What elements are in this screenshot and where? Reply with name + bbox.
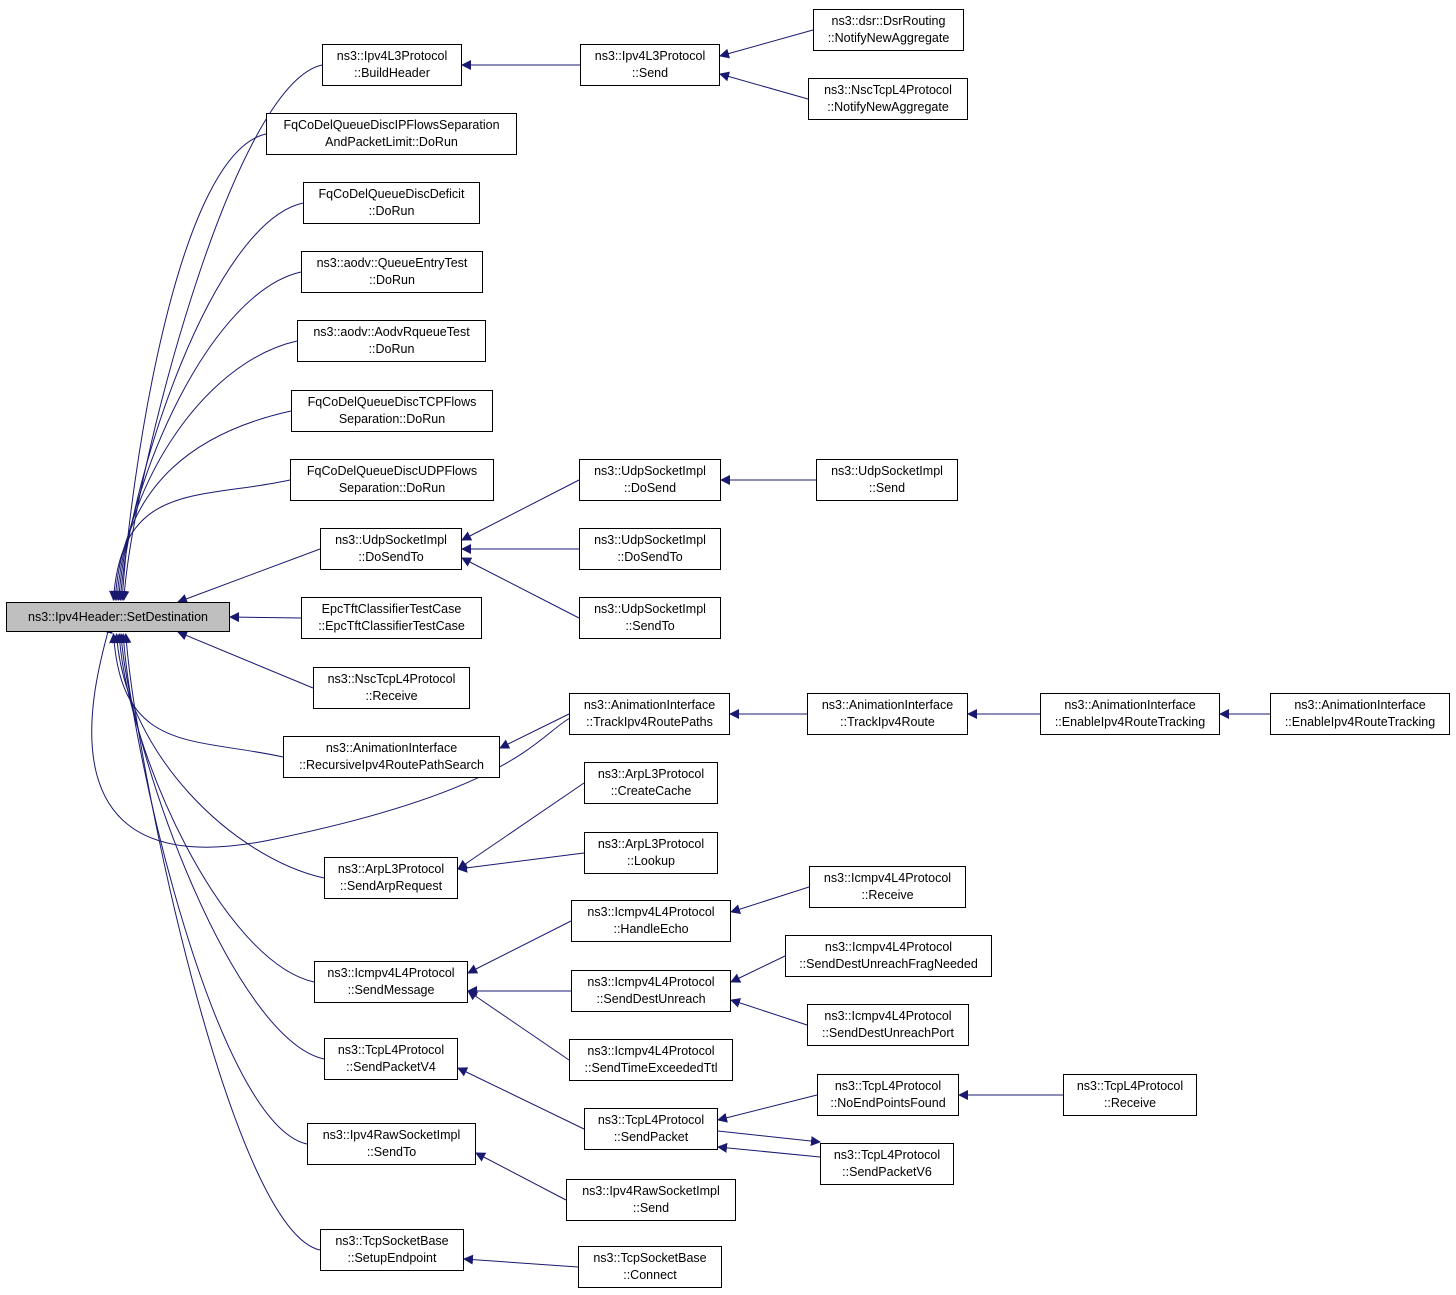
node-udp-dosendto2[interactable]: ns3::UdpSocketImpl ::DoSendTo [579, 528, 721, 570]
edge-tcp_sendpacket-to-tcp_sendv6 [717, 1130, 821, 1147]
edge-nsc_receive-to-root [177, 630, 314, 689]
edge-fq_tcp-to-root [110, 410, 292, 601]
node-dsr-notify[interactable]: ns3::dsr::DsrRouting ::NotifyNewAggregat… [813, 9, 964, 51]
node-icmp-sendmsg[interactable]: ns3::Icmpv4L4Protocol ::SendMessage [314, 961, 468, 1003]
node-fq-deficit[interactable]: FqCoDelQueueDiscDeficit ::DoRun [303, 182, 480, 224]
node-tcp-noendpoints[interactable]: ns3::TcpL4Protocol ::NoEndPointsFound [817, 1074, 959, 1116]
edge-fq_deficit-to-root [115, 202, 304, 601]
node-arp-createcache[interactable]: ns3::ArpL3Protocol ::CreateCache [584, 762, 718, 804]
edge-fq_ipflows-to-root [117, 133, 267, 601]
edge-dsr_notify-to-ipv4_send [719, 29, 814, 59]
edge-udp_dosendto-to-root [177, 548, 321, 604]
node-raw-send[interactable]: ns3::Ipv4RawSocketImpl ::Send [566, 1179, 736, 1221]
node-nsc-receive[interactable]: ns3::NscTcpL4Protocol ::Receive [313, 667, 470, 709]
edge-raw_sendto-to-root [118, 633, 308, 1145]
edge-buildheader-to-root [119, 64, 323, 601]
node-root: ns3::Ipv4Header::SetDestination [6, 602, 230, 632]
node-icmp-receive[interactable]: ns3::Icmpv4L4Protocol ::Receive [809, 866, 966, 908]
edge-aodv_rqueue-to-root [112, 340, 298, 601]
node-arp-sendreq[interactable]: ns3::ArpL3Protocol ::SendArpRequest [324, 857, 458, 899]
node-ipv4-send[interactable]: ns3::Ipv4L3Protocol ::Send [580, 44, 720, 86]
edge-icmp_port-to-icmp_destunreach [730, 998, 808, 1026]
node-buildheader[interactable]: ns3::Ipv4L3Protocol ::BuildHeader [322, 44, 462, 86]
edge-icmp_ttl-to-icmp_sendmsg [467, 990, 570, 1061]
node-icmp-fragneeded[interactable]: ns3::Icmpv4L4Protocol ::SendDestUnreachF… [785, 935, 992, 977]
edge-epc-to-root [229, 612, 302, 623]
node-anim-enable2[interactable]: ns3::AnimationInterface ::EnableIpv4Rout… [1270, 693, 1450, 735]
edge-nsc_notify-to-ipv4_send [719, 71, 809, 100]
edge-arp_sendreq-to-root [112, 633, 325, 879]
node-udp-dosendto[interactable]: ns3::UdpSocketImpl ::DoSendTo [320, 528, 462, 570]
node-anim-recursive[interactable]: ns3::AnimationInterface ::RecursiveIpv4R… [283, 736, 500, 778]
node-fq-udp[interactable]: FqCoDelQueueDiscUDPFlows Separation::DoR… [290, 459, 494, 501]
node-tcp-sendpacket[interactable]: ns3::TcpL4Protocol ::SendPacket [584, 1108, 718, 1150]
edge-icmp_sendmsg-to-root [114, 633, 315, 983]
edge-fq_udp-to-root [109, 479, 291, 601]
node-tcpsock-connect[interactable]: ns3::TcpSocketBase ::Connect [578, 1246, 722, 1288]
node-udp-send[interactable]: ns3::UdpSocketImpl ::Send [816, 459, 958, 501]
node-icmp-ttl[interactable]: ns3::Icmpv4L4Protocol ::SendTimeExceeded… [569, 1039, 733, 1081]
edge-tcp_sendv6-to-tcp_sendpacket [717, 1142, 821, 1158]
edge-arp_createcache-to-arp_sendreq [457, 782, 585, 870]
node-aodv-rqueue[interactable]: ns3::aodv::AodvRqueueTest ::DoRun [297, 320, 486, 362]
node-icmp-port[interactable]: ns3::Icmpv4L4Protocol ::SendDestUnreachP… [807, 1004, 969, 1046]
node-raw-sendto[interactable]: ns3::Ipv4RawSocketImpl ::SendTo [307, 1123, 476, 1165]
edge-anim_recursive-to-root [109, 633, 284, 758]
node-nsc-notify[interactable]: ns3::NscTcpL4Protocol ::NotifyNewAggrega… [808, 78, 968, 120]
node-aodv-queue[interactable]: ns3::aodv::QueueEntryTest ::DoRun [301, 251, 483, 293]
node-arp-lookup[interactable]: ns3::ArpL3Protocol ::Lookup [584, 832, 718, 874]
edge-tcpsock_connect-to-tcpsock_setup [463, 1254, 579, 1268]
edge-arp_lookup-to-arp_sendreq [457, 852, 585, 873]
node-fq-tcp[interactable]: FqCoDelQueueDiscTCPFlows Separation::DoR… [291, 390, 493, 432]
node-icmp-destunreach[interactable]: ns3::Icmpv4L4Protocol ::SendDestUnreach [571, 970, 731, 1012]
node-icmp-handleecho[interactable]: ns3::Icmpv4L4Protocol ::HandleEcho [571, 900, 731, 942]
edge-tcp_sendpacket-to-tcp_sendv4 [457, 1067, 585, 1130]
edge-tcp_noendpoints-to-tcp_sendpacket [717, 1094, 818, 1123]
edge-anim_trackpaths-to-root [91, 623, 571, 848]
edge-raw_send-to-raw_sendto [475, 1152, 567, 1201]
node-tcp-receive[interactable]: ns3::TcpL4Protocol ::Receive [1063, 1074, 1197, 1116]
node-fq-ipflows[interactable]: FqCoDelQueueDiscIPFlowsSeparation AndPac… [266, 113, 517, 155]
node-tcp-sendv6[interactable]: ns3::TcpL4Protocol ::SendPacketV6 [820, 1143, 954, 1185]
edge-icmp_receive-to-icmp_handleecho [730, 886, 810, 915]
edge-udp_dosend-to-udp_dosendto [461, 479, 580, 541]
node-tcpsock-setup[interactable]: ns3::TcpSocketBase ::SetupEndpoint [320, 1229, 464, 1271]
edge-icmp_handleecho-to-icmp_sendmsg [467, 920, 572, 974]
edge-aodv_queue-to-root [114, 271, 302, 601]
node-anim-trackroute[interactable]: ns3::AnimationInterface ::TrackIpv4Route [807, 693, 968, 735]
node-anim-trackpaths[interactable]: ns3::AnimationInterface ::TrackIpv4Route… [569, 693, 730, 735]
node-udp-dosend[interactable]: ns3::UdpSocketImpl ::DoSend [579, 459, 721, 501]
edge-anim_trackpaths-to-anim_recursive [499, 713, 570, 749]
edge-udp_sendto-to-udp_dosendto [461, 557, 580, 619]
edge-tcpsock_setup-to-root [121, 633, 321, 1251]
node-anim-enable1[interactable]: ns3::AnimationInterface ::EnableIpv4Rout… [1040, 693, 1220, 735]
node-udp-sendto[interactable]: ns3::UdpSocketImpl ::SendTo [579, 597, 721, 639]
node-epc[interactable]: EpcTftClassifierTestCase ::EpcTftClassif… [301, 597, 482, 639]
node-tcp-sendv4[interactable]: ns3::TcpL4Protocol ::SendPacketV4 [324, 1038, 458, 1080]
edge-icmp_fragneeded-to-icmp_destunreach [730, 955, 786, 983]
